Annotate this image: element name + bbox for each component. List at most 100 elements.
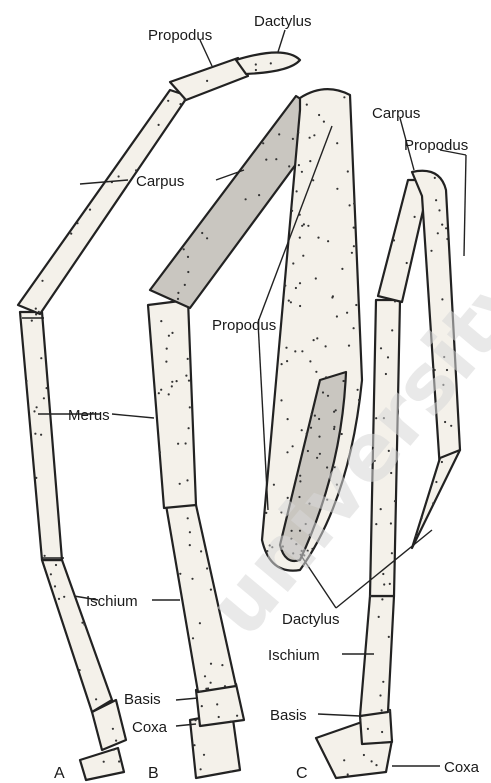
stipple-dot (236, 715, 238, 717)
leg-a-ischium (42, 560, 112, 712)
stipple-dot (336, 315, 338, 317)
stipple-dot (112, 728, 114, 730)
leg-b-merus (148, 300, 196, 508)
stipple-dot (371, 760, 373, 762)
stipple-dot (218, 716, 220, 718)
stipple-dot (230, 720, 232, 722)
stipple-dot (83, 623, 85, 625)
stipple-dot (230, 770, 232, 772)
stipple-dot (299, 237, 301, 239)
stipple-dot (343, 96, 345, 98)
stipple-dot (200, 768, 202, 770)
label-dactylus-a: Dactylus (254, 13, 312, 30)
stipple-dot (381, 598, 383, 600)
stipple-dot (348, 345, 350, 347)
stipple-dot (210, 682, 212, 684)
stipple-dot (177, 443, 179, 445)
stipple-dot (315, 277, 317, 279)
stipple-dot (313, 134, 315, 136)
label-letter-b: B (148, 765, 159, 782)
stipple-dot (203, 754, 205, 756)
label-coxa-a: Coxa (132, 719, 168, 736)
stipple-dot (46, 387, 48, 389)
stipple-dot (314, 415, 316, 417)
stipple-dot (55, 564, 57, 566)
stipple-dot (187, 256, 189, 258)
stipple-dot (322, 391, 324, 393)
stipple-dot (184, 284, 186, 286)
stipple-dot (286, 451, 288, 453)
label-letter-c: C (296, 765, 308, 782)
stipple-dot (189, 531, 191, 533)
stipple-dot (349, 204, 351, 206)
stipple-dot (353, 327, 355, 329)
stipple-dot (336, 142, 338, 144)
stipple-dot (255, 63, 257, 65)
stipple-dot (193, 744, 195, 746)
label-basis-a: Basis (124, 691, 161, 708)
stipple-dot (70, 233, 72, 235)
stipple-dot (353, 227, 355, 229)
stipple-dot (179, 103, 181, 105)
stipple-dot (34, 433, 36, 435)
stipple-dot (309, 137, 311, 139)
stipple-dot (160, 389, 162, 391)
stipple-dot (346, 312, 348, 314)
stipple-dot (25, 380, 27, 382)
stipple-dot (278, 133, 280, 135)
stipple-dot (54, 585, 56, 587)
stipple-dot (258, 194, 260, 196)
stipple-dot (389, 583, 391, 585)
stipple-dot (292, 445, 294, 447)
stipple-dot (311, 413, 313, 415)
stipple-dot (357, 389, 359, 391)
stipple-dot (335, 409, 337, 411)
stipple-dot (347, 773, 349, 775)
stipple-dot (313, 339, 315, 341)
stipple-dot (135, 169, 137, 171)
stipple-dot (291, 210, 293, 212)
stipple-dot (351, 252, 353, 254)
stipple-dot (187, 271, 189, 273)
stipple-dot (327, 395, 329, 397)
stipple-dot (434, 177, 436, 179)
stipple-dot (191, 578, 193, 580)
stipple-dot (310, 427, 312, 429)
stipple-dot (390, 522, 392, 524)
label-ischium-c: Ischium (268, 647, 320, 664)
stipple-dot (393, 239, 395, 241)
stipple-dot (325, 345, 327, 347)
stipple-dot (43, 397, 45, 399)
stipple-dot (206, 567, 208, 569)
label-coxa-c: Coxa (444, 759, 480, 776)
stipple-dot (280, 399, 282, 401)
stipple-dot (378, 616, 380, 618)
stipple-dot (292, 262, 294, 264)
label-ischium-a: Ischium (86, 593, 138, 610)
leg-a-coxa (80, 748, 124, 780)
stipple-dot (303, 223, 305, 225)
stipple-dot (81, 622, 83, 624)
stipple-dot (363, 754, 365, 756)
stipple-dot (35, 477, 37, 479)
stipple-dot (299, 305, 301, 307)
stipple-dot (359, 719, 361, 721)
stipple-dot (103, 761, 105, 763)
stipple-dot (342, 380, 344, 382)
stipple-dot (79, 669, 81, 671)
stipple-dot (307, 225, 309, 227)
stipple-dot (185, 442, 187, 444)
stipple-dot (189, 544, 191, 546)
label-propodus-a: Propodus (148, 27, 212, 44)
stipple-dot (375, 523, 377, 525)
stipple-dot (171, 385, 173, 387)
stipple-dot (167, 100, 169, 102)
label-letter-a: A (54, 765, 65, 782)
stipple-dot (318, 114, 320, 116)
stipple-dot (323, 121, 325, 123)
stipple-dot (430, 250, 432, 252)
label-propodus-c: Propodus (404, 137, 468, 154)
stipple-dot (388, 636, 390, 638)
stipple-dot (391, 552, 393, 554)
stipple-dot (306, 433, 308, 435)
